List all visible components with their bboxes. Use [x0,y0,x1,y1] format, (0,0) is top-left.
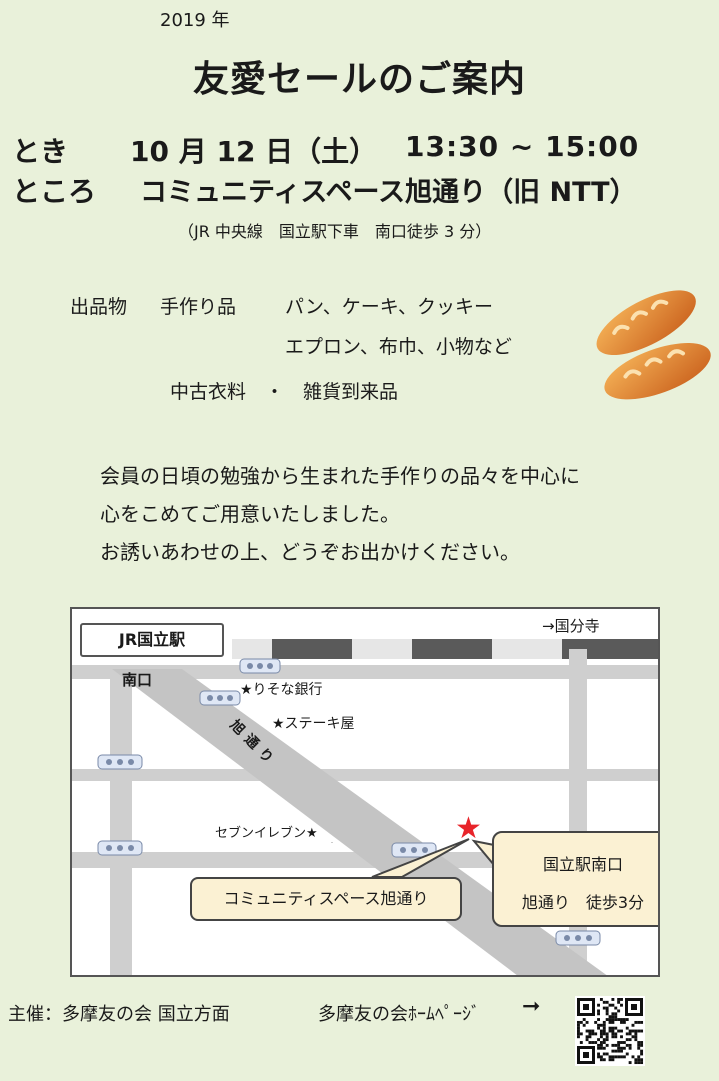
items-line-3: 中古衣料 ・ 雑貨到来品 [170,381,399,403]
event-venue: コミュニティスペース旭通り（旧 NTT） [140,177,637,208]
items-line-1: パン、ケーキ、クッキー [285,296,494,318]
message-line-3: お誘いあわせの上、どうぞお出かけください。 [100,540,520,564]
access-note: （JR 中央線 国立駅下車 南口徒歩 3 分） [178,222,492,241]
access-map: JR国立駅 南口 →国分寺 ★りそな銀行 ★ステーキ屋 旭通り セブンイレブン★… [70,607,660,977]
page-title: 友愛セールのご案内 [192,59,526,100]
map-landmark-resona: ★りそな銀行 [240,682,323,698]
map-landmark-steak: ★ステーキ屋 [272,716,355,732]
footer-arrow-icon: ➞ [522,994,541,1019]
callout-station: 国立駅南口 旭通り 徒歩3分 [492,831,658,927]
map-station-label: JR国立駅 [80,623,224,657]
message-line-2: 心をこめてご用意いたしました。 [100,502,400,526]
where-label: ところ [12,175,97,208]
map-landmark-seven-eleven: セブンイレブン★ [215,826,318,841]
callout-walk-time: 旭通り 徒歩3分 [521,893,645,912]
event-date: 10 月 12 日（土） [130,135,378,168]
when-label: とき [12,135,69,168]
year-label: 2019 年 [160,10,230,31]
callout-venue: コミュニティスペース旭通り [190,877,462,921]
callout-station-name: 国立駅南口 [542,855,623,874]
items-category-handmade: 手作り品 [160,296,237,318]
footer-homepage-label: 多摩友の会ﾎｰﾑﾍﾟｰｼﾞ [318,1004,480,1025]
items-label: 出品物 [70,296,128,318]
venue-star-icon: ★ [455,811,482,846]
items-line-2: エプロン、布巾、小物など [285,336,512,358]
message-line-1: 会員の日頃の勉強から生まれた手作りの品々を中心に [100,464,580,488]
qr-code-icon[interactable] [575,996,645,1066]
footer-organizer: 主催：多摩友の会 国立方面 [8,1004,230,1025]
event-time: 13:30 ~ 15:00 [405,130,640,163]
map-kokubunji-direction: →国分寺 [542,617,600,635]
bread-icon [595,280,715,414]
map-south-exit: 南口 [122,671,153,689]
